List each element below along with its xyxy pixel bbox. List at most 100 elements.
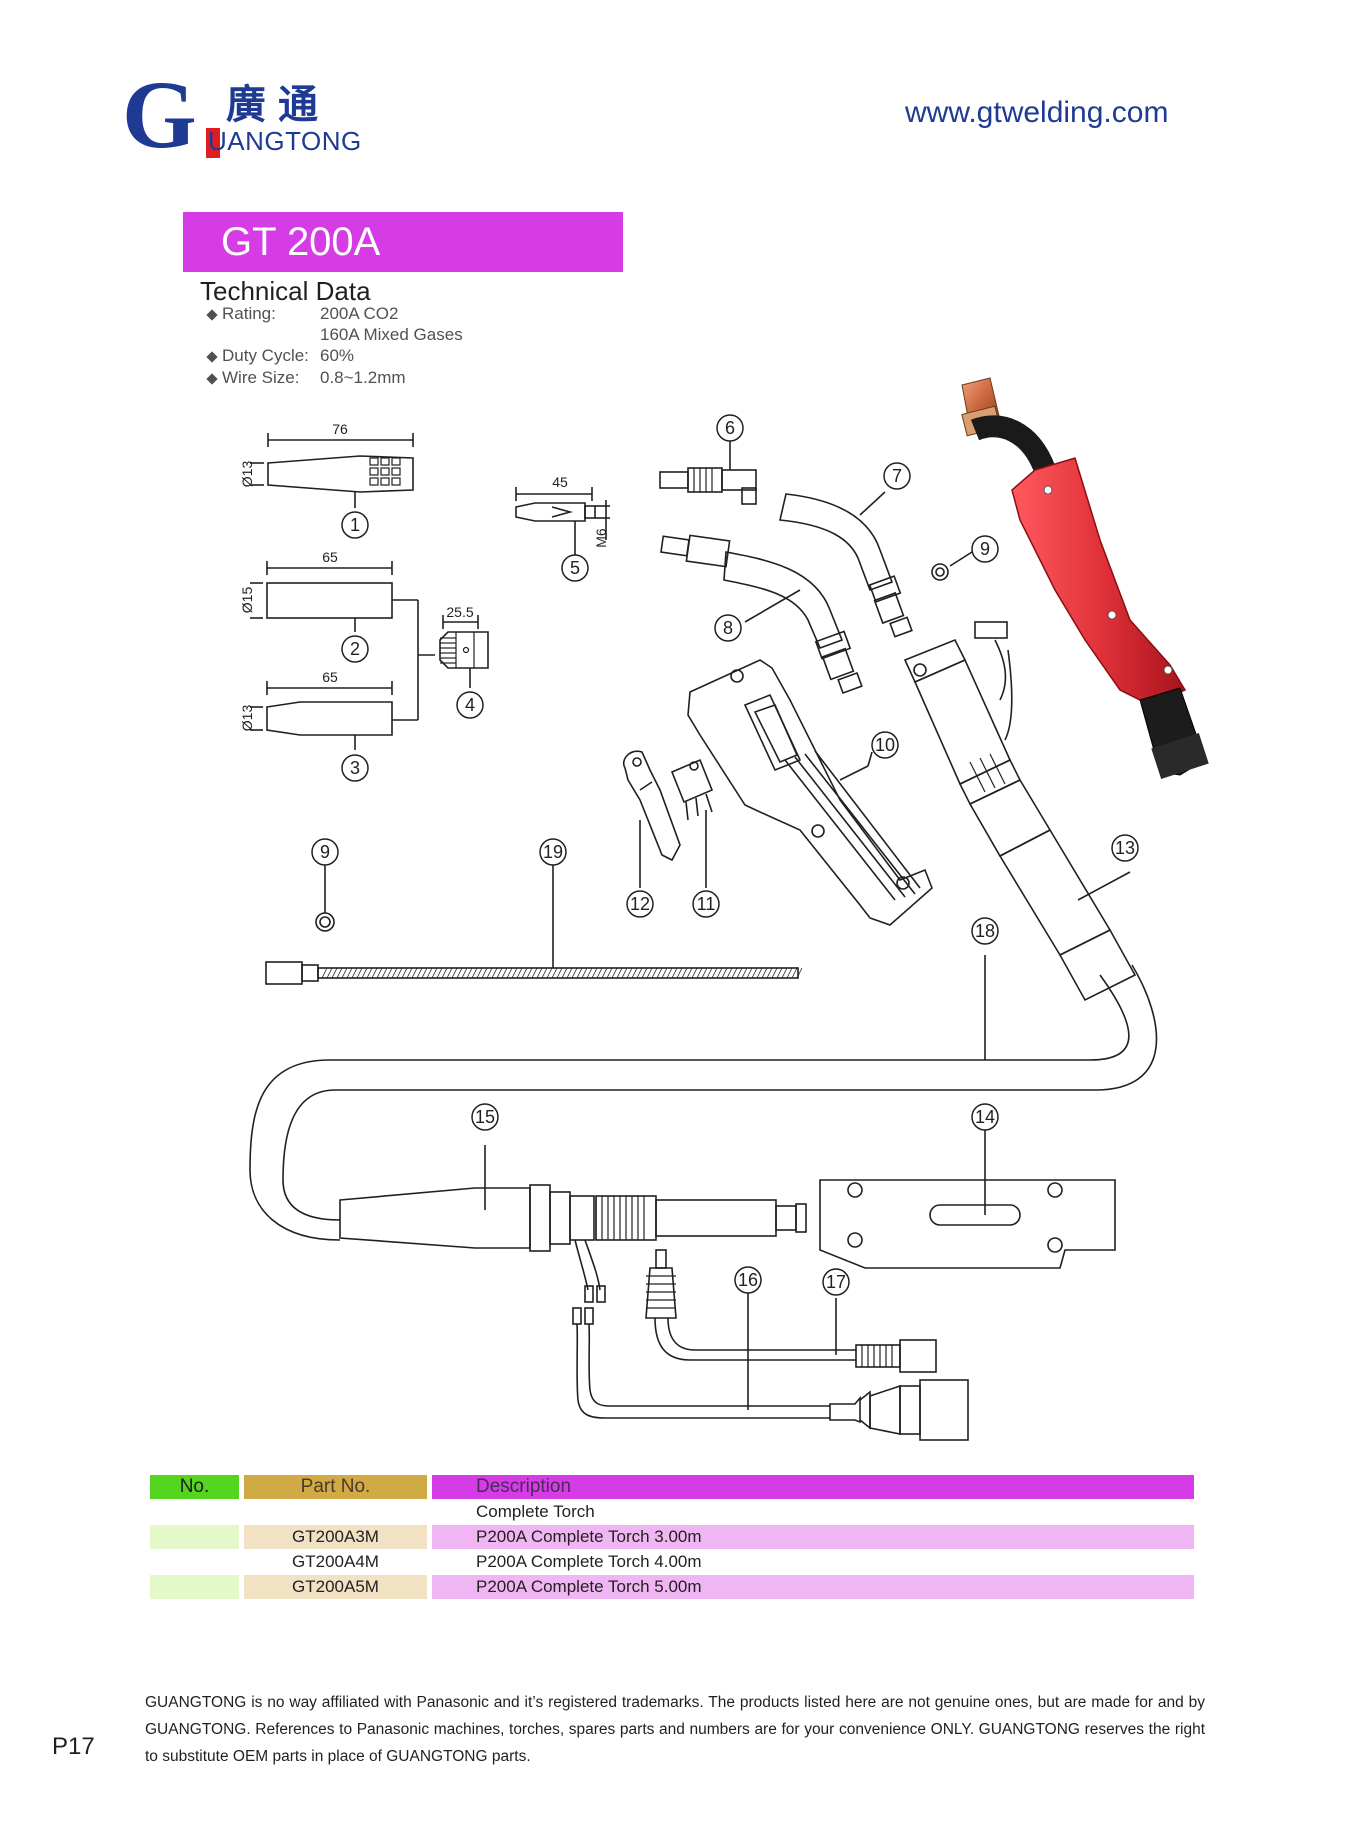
part-11-switch xyxy=(670,758,714,888)
logo-letter: G xyxy=(122,61,197,168)
part-1-nozzle xyxy=(250,433,414,508)
dim-5-length: 45 xyxy=(552,474,568,490)
dim-4-length: 25.5 xyxy=(446,604,473,620)
part-18-cable xyxy=(249,955,1158,1241)
dim-3-length: 65 xyxy=(322,669,338,685)
technical-data-heading: Technical Data xyxy=(200,276,371,306)
callout-19 xyxy=(539,838,567,866)
part-15-rear-adapter xyxy=(339,1145,807,1303)
svg-text:1: 1 xyxy=(350,515,360,535)
callout-7 xyxy=(883,462,911,490)
svg-text:9: 9 xyxy=(320,842,330,862)
part-12-trigger xyxy=(623,750,681,888)
row-4-desc: P200A Complete Torch 5.00m xyxy=(432,1575,1194,1599)
part-7-neck xyxy=(779,491,913,638)
logo-chinese: 廣通 xyxy=(226,82,330,128)
svg-text:13: 13 xyxy=(1115,838,1135,858)
part-2-nozzle xyxy=(250,561,418,632)
exploded-parts-diagram: 76 Ø13 65 Ø15 65 Ø13 25.5 45 M6 1 2 3 4 … xyxy=(239,377,1209,1441)
callout-4 xyxy=(456,691,484,719)
svg-text:6: 6 xyxy=(725,418,735,438)
part-5-contact-tip xyxy=(515,487,610,555)
dim-3-diameter: Ø13 xyxy=(239,705,255,732)
svg-text:19: 19 xyxy=(543,842,563,862)
website-url[interactable]: www.gtwelding.com xyxy=(905,96,1169,129)
row-2-desc: P200A Complete Torch 3.00m xyxy=(432,1525,1194,1549)
callout-9-top xyxy=(971,535,999,563)
page-number: P17 xyxy=(52,1733,95,1760)
callout-13 xyxy=(1111,834,1139,862)
svg-text:16: 16 xyxy=(738,1270,758,1290)
svg-text:5: 5 xyxy=(570,558,580,578)
row-2-no xyxy=(150,1525,239,1549)
dim-2-length: 65 xyxy=(322,549,338,565)
part-9-ring-bottom xyxy=(315,862,335,932)
part-16-control-lead xyxy=(572,1290,969,1441)
part-9-ring-top xyxy=(931,551,973,581)
product-title: GT 200A xyxy=(183,212,623,272)
callout-17 xyxy=(822,1268,850,1296)
svg-text:18: 18 xyxy=(975,921,995,941)
dim-2-diameter: Ø15 xyxy=(239,587,255,614)
svg-text:11: 11 xyxy=(697,894,716,914)
callout-1 xyxy=(341,511,369,539)
part-10-handle-shell xyxy=(687,659,933,926)
header-part-no: Part No. xyxy=(244,1475,427,1499)
row-2-part: GT200A3M xyxy=(244,1525,427,1549)
callout-11 xyxy=(692,890,720,918)
part-14-cover-plate xyxy=(819,1130,1116,1269)
callout-16 xyxy=(734,1266,762,1294)
row-3-no xyxy=(150,1550,239,1574)
svg-text:2: 2 xyxy=(350,639,360,659)
svg-text:4: 4 xyxy=(465,695,475,715)
part-6-adapter xyxy=(659,424,757,505)
logo-red-bar xyxy=(206,128,220,158)
row-4-part: GT200A5M xyxy=(244,1575,427,1599)
svg-text:8: 8 xyxy=(723,618,733,638)
duty-cycle-value: 60% xyxy=(320,346,355,365)
callout-5 xyxy=(561,554,589,582)
duty-cycle-label: Duty Cycle: xyxy=(206,346,309,366)
callout-15 xyxy=(471,1103,499,1131)
header-description: Description xyxy=(432,1475,1194,1499)
svg-text:9: 9 xyxy=(980,539,990,559)
row-1-part xyxy=(244,1500,427,1524)
callout-10 xyxy=(871,731,899,759)
part-19-liner xyxy=(265,862,799,985)
svg-text:3: 3 xyxy=(350,758,360,778)
part-13-handle-body xyxy=(903,621,1137,1002)
header-no: No. xyxy=(150,1475,239,1499)
callout-8 xyxy=(714,614,742,642)
dim-5-thread: M6 xyxy=(593,528,609,548)
svg-text:12: 12 xyxy=(630,894,650,914)
rating-value-1: 200A CO2 xyxy=(320,304,399,323)
logo-english: UANGTONG xyxy=(208,126,362,156)
part-17-gas-hose xyxy=(645,1249,937,1373)
wire-size-label: Wire Size: xyxy=(206,368,299,388)
complete-torch-illustration xyxy=(961,377,1209,779)
row-1-desc: Complete Torch xyxy=(476,1502,595,1521)
part-8-swan-neck xyxy=(660,534,863,695)
rating-value-2: 160A Mixed Gases xyxy=(320,325,463,344)
row-3-desc: P200A Complete Torch 4.00m xyxy=(476,1552,702,1571)
svg-text:15: 15 xyxy=(475,1107,495,1127)
svg-text:10: 10 xyxy=(875,735,895,755)
svg-text:17: 17 xyxy=(826,1272,846,1292)
part-4-insulator xyxy=(439,615,489,688)
disclaimer-text: GUANGTONG is no way affiliated with Pana… xyxy=(145,1694,1205,1765)
dim-1-diameter: Ø13 xyxy=(239,461,255,488)
svg-text:7: 7 xyxy=(892,466,902,486)
callout-12 xyxy=(626,890,654,918)
row-4-no xyxy=(150,1575,239,1599)
company-logo: G 廣通 UANGTONG xyxy=(122,61,382,168)
callout-9-bottom xyxy=(311,838,339,866)
callout-18 xyxy=(971,917,999,945)
row-3-part: GT200A4M xyxy=(292,1552,379,1571)
callout-3 xyxy=(341,754,369,782)
callout-6 xyxy=(716,414,744,442)
dim-1-length: 76 xyxy=(332,421,348,437)
part-3-nozzle xyxy=(250,600,435,750)
rating-label: Rating: xyxy=(206,304,276,324)
row-1-no xyxy=(150,1500,239,1524)
liner-hatching xyxy=(321,967,803,979)
